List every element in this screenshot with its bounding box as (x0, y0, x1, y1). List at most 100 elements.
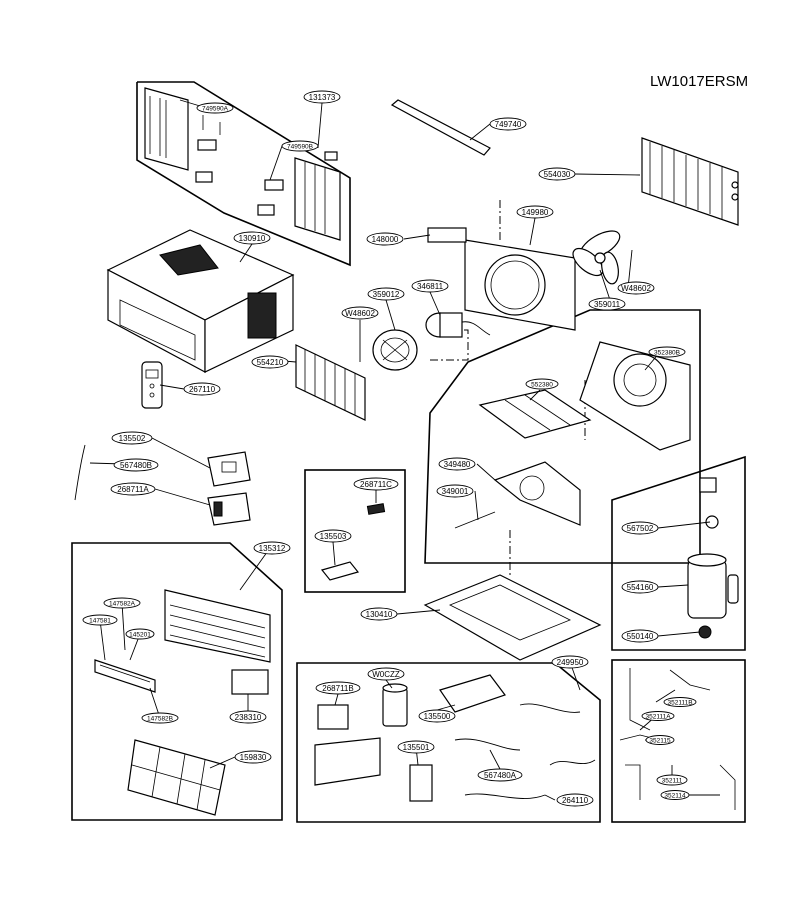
fan-motor (425, 312, 491, 338)
svg-text:554030: 554030 (544, 170, 571, 179)
svg-text:550140: 550140 (627, 632, 654, 641)
compressor-cap (705, 515, 719, 529)
svg-text:554160: 554160 (627, 583, 654, 592)
bracket-plate (427, 227, 467, 243)
compressor-cover (699, 477, 717, 493)
callout-749740: 749740 (489, 117, 527, 131)
svg-text:264110: 264110 (562, 796, 589, 805)
electrical-cover (439, 674, 506, 713)
sensor-holder (320, 561, 360, 581)
svg-text:349001: 349001 (442, 487, 469, 496)
control-box (314, 737, 381, 786)
callout-267110: 267110 (183, 382, 221, 396)
svg-text:W0CZZ: W0CZZ (372, 670, 400, 679)
compressor (687, 553, 739, 619)
svg-text:135312: 135312 (259, 544, 286, 553)
svg-text:567502: 567502 (627, 524, 654, 533)
outline-electrical-group (296, 662, 601, 823)
outline-piping-group (611, 659, 746, 823)
bracket-parts-left (195, 115, 221, 183)
grommet (698, 625, 712, 639)
svg-text:238310: 238310 (235, 713, 262, 722)
callout-567480A: 567480A (477, 768, 523, 782)
harness-a (454, 738, 521, 751)
svg-text:135501: 135501 (403, 743, 430, 752)
outline-sensor-group (304, 469, 406, 593)
svg-text:268711A: 268711A (117, 485, 149, 494)
control-panel (231, 669, 269, 695)
base-guide (493, 461, 581, 526)
model-number: LW1017ERSM (650, 73, 748, 90)
callout-131373: 131373 (303, 90, 341, 104)
sub-pcb (409, 764, 433, 802)
callout-346811: 346811 (411, 279, 449, 293)
sensor-chip (366, 503, 386, 515)
control-box-lower (207, 492, 251, 526)
svg-text:130910: 130910 (239, 234, 266, 243)
control-box-upper (207, 451, 251, 487)
svg-text:349480: 349480 (444, 460, 471, 469)
outline-fan-housing-group (424, 309, 701, 564)
callout-135500: 135500 (418, 709, 456, 723)
svg-text:135503: 135503 (320, 532, 347, 541)
svg-text:359011: 359011 (594, 300, 621, 309)
callout-145201: 145201 (125, 628, 155, 640)
svg-text:268711C: 268711C (360, 480, 392, 489)
outline-top-left-brackets (136, 81, 351, 267)
callout-554030: 554030 (538, 167, 576, 181)
callout-352111B: 352111B (663, 697, 697, 707)
main-pcb (317, 704, 349, 730)
callout-749590A: 749590A (196, 102, 234, 114)
callout-264110: 264110 (556, 793, 594, 807)
svg-text:749740: 749740 (495, 120, 522, 129)
callout-554160: 554160 (621, 580, 659, 594)
callout-W48602-left: W48602 (341, 306, 379, 320)
outline-compressor-group (611, 455, 746, 651)
callout-749590B: 749590B (281, 140, 319, 152)
svg-text:554210: 554210 (257, 358, 284, 367)
callout-349480: 349480 (438, 457, 476, 471)
side-curtain-right (294, 157, 341, 241)
svg-text:359012: 359012 (373, 290, 400, 299)
svg-text:131373: 131373 (309, 93, 336, 102)
harness-b (464, 793, 546, 799)
air-guide (478, 389, 592, 439)
outline-front-grille-group (71, 542, 283, 821)
svg-text:567480B: 567480B (120, 461, 152, 470)
svg-text:567480A: 567480A (484, 771, 517, 780)
svg-text:352111: 352111 (662, 778, 683, 785)
scroll-housing (579, 341, 691, 451)
svg-text:147582A: 147582A (109, 601, 136, 608)
fan-shroud (464, 239, 576, 331)
cabinet (106, 229, 295, 374)
svg-text:159830: 159830 (240, 753, 267, 762)
callout-149980: 149980 (516, 205, 554, 219)
callout-268711A: 268711A (110, 482, 156, 496)
callout-238310: 238310 (229, 710, 267, 724)
svg-text:147581: 147581 (89, 618, 111, 625)
callout-268711B: 268711B (315, 681, 361, 695)
callout-359012: 359012 (367, 287, 405, 301)
condenser-fan-blade (572, 230, 621, 285)
callout-352380B: 352380B (648, 346, 686, 358)
svg-text:346811: 346811 (417, 282, 444, 291)
svg-text:249950: 249950 (557, 658, 584, 667)
svg-text:352111A: 352111A (645, 714, 671, 721)
callout-359011: 359011 (588, 297, 626, 311)
callout-135502: 135502 (111, 431, 153, 445)
callout-147581: 147581 (82, 614, 118, 626)
callout-552380: 552380 (525, 378, 559, 390)
top-seal-strip (390, 99, 491, 156)
callout-554210: 554210 (251, 355, 289, 369)
callout-148000: 148000 (366, 232, 404, 246)
svg-text:W48602: W48602 (621, 284, 651, 293)
harness-c (519, 703, 581, 713)
svg-text:268711B: 268711B (322, 684, 353, 693)
condenser-coil (641, 137, 739, 226)
refrigerant-piping (619, 668, 736, 810)
drain-rod (454, 511, 496, 529)
svg-text:149980: 149980 (522, 208, 549, 217)
bracket-parts-right (257, 151, 338, 216)
louver (94, 659, 156, 693)
